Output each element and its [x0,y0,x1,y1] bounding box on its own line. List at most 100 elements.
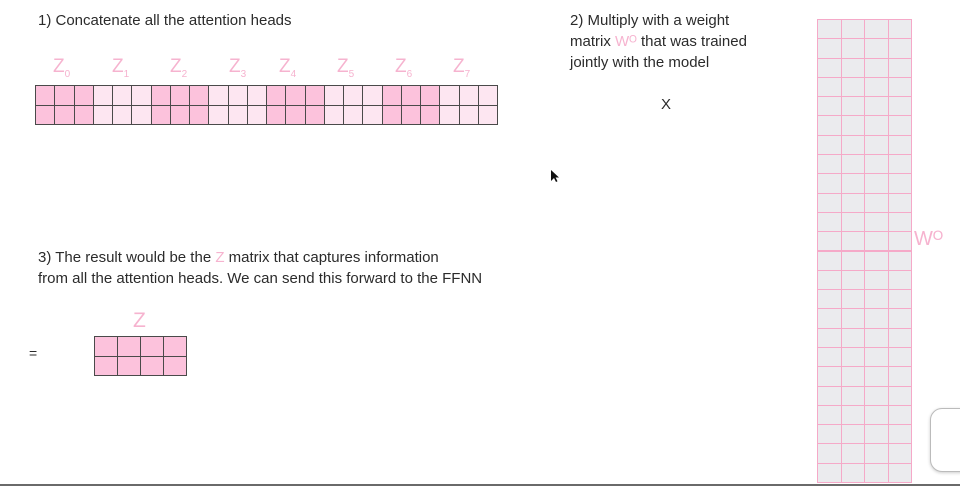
weight-cell [864,115,889,136]
weight-cell [864,308,889,329]
weight-cell [887,385,912,406]
weight-label: Wᴼ [914,228,944,250]
z-symbol-inline: Z [215,249,225,266]
weight-cell [887,346,912,368]
weight-cell [887,76,912,98]
multiply-sign: X [661,96,672,113]
result-cell [94,336,118,357]
result-cell [163,336,187,357]
step2-line2-pre: matrix [570,33,615,50]
weight-cell [864,192,889,213]
head-cell [304,85,325,106]
head-cell [458,104,479,125]
head-cell [150,85,171,106]
weight-cell [840,366,865,387]
weight-cell [840,115,865,136]
weight-cell [817,231,842,252]
weight-cell [864,443,889,464]
weight-cell [840,211,865,233]
weight-cell [864,424,889,445]
weight-cell [887,366,912,387]
weight-cell [840,19,865,40]
weight-cell [887,19,912,40]
step2-line2-post: that was trained [636,33,747,50]
head-label-z6: Z6 [395,56,413,80]
head-cell [150,104,171,125]
result-cell [94,355,118,376]
weight-cell [840,346,865,368]
weight-cell [840,462,865,483]
head-cell [131,104,152,125]
head-cell [208,85,229,106]
weight-cell [864,289,889,310]
weight-cell [864,385,889,406]
step2-line3: jointly with the model [570,54,710,71]
step3-line1-pre: 3) The result would be the [38,249,216,266]
weight-cell [864,462,889,483]
head-cell [266,104,287,125]
weight-cell [887,443,912,464]
head-cell [362,104,383,125]
step2-line1: 2) Multiply with a weight [570,12,730,29]
floating-widget[interactable] [930,408,960,472]
weight-cell [817,404,842,426]
weight-cell [817,250,842,271]
step3-line1: 3) The result would be the Z matrix that… [38,247,482,268]
weight-cell [887,424,912,445]
weight-cell [864,269,889,291]
head-cell [304,104,325,125]
weight-cell [817,366,842,387]
head-cell [227,85,248,106]
weight-cell [817,327,842,348]
weight-cell [817,308,842,329]
weight-cell [887,462,912,483]
head-label-z0: Z0 [53,56,71,80]
weight-cell [817,38,842,59]
weight-cell [817,115,842,136]
head-cell [266,85,287,106]
head-label-z3: Z3 [229,56,247,80]
head-cell [92,104,113,125]
result-cell [140,355,164,376]
result-cell [163,355,187,376]
result-cell [140,336,164,357]
head-cell [439,104,460,125]
weight-cell [840,250,865,271]
weight-symbol-inline: Wᴼ [615,33,637,50]
head-cell [246,85,267,106]
weight-cell [864,38,889,59]
weight-cell [817,96,842,117]
step2-caption: 2) Multiply with a weight matrix Wᴼ that… [570,10,747,73]
weight-cell [817,173,842,194]
weight-cell [864,250,889,271]
weight-cell [840,308,865,329]
weight-cell [817,134,842,156]
weight-cell [817,154,842,175]
step3-caption: 3) The result would be the Z matrix that… [38,247,482,289]
weight-cell [817,269,842,291]
head-cell [73,85,94,106]
weight-cell [840,327,865,348]
head-cell [112,85,133,106]
weight-cell [840,443,865,464]
weight-cell [840,289,865,310]
mouse-cursor-icon [551,170,559,188]
weight-cell [887,289,912,310]
head-cell [381,104,402,125]
head-label-z5: Z5 [337,56,355,80]
step3-line2: from all the attention heads. We can sen… [38,270,483,287]
head-label-z4: Z4 [279,56,297,80]
head-cell [285,85,306,106]
weight-cell [864,134,889,156]
weight-cell [864,211,889,233]
weight-cell [817,385,842,406]
head-cell [54,104,75,125]
head-cell [381,85,402,106]
head-cell [439,85,460,106]
weight-cell [864,327,889,348]
step2-line2: matrix Wᴼ that was trained [570,31,747,52]
weight-cell [887,134,912,156]
weight-matrix-wo [817,19,912,483]
weight-cell [817,76,842,98]
head-cell [477,104,498,125]
